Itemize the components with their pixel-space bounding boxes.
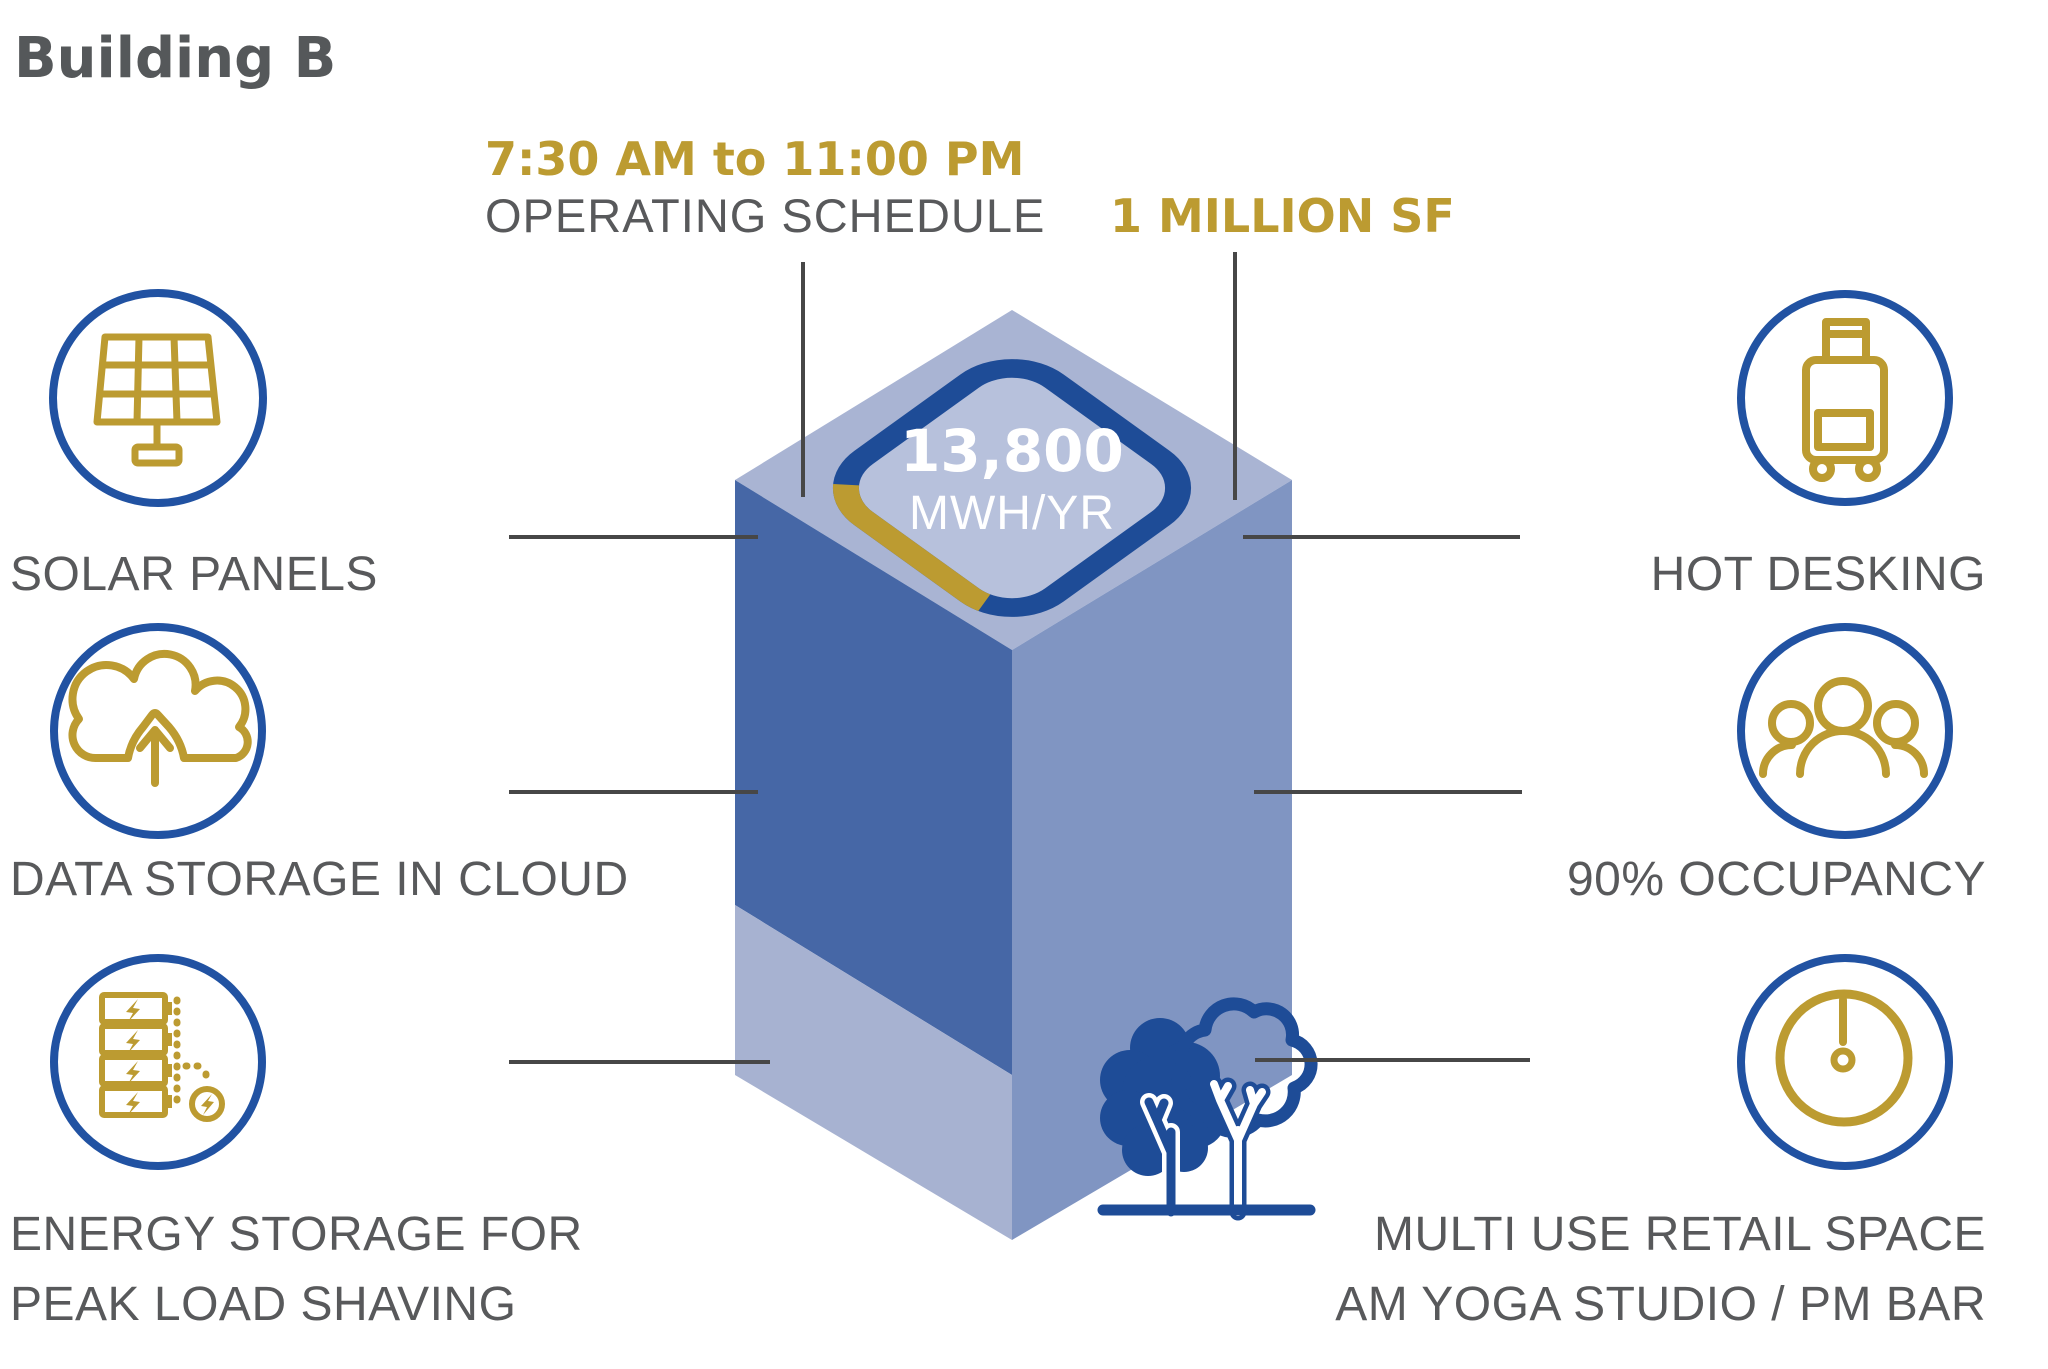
energy-unit: MWH/YR	[909, 487, 1115, 540]
building-right-face	[1012, 480, 1292, 1240]
circle-people	[1737, 623, 1953, 839]
label-data-storage: DATA STORAGE IN CLOUD	[10, 853, 629, 906]
people-icon	[1759, 677, 1928, 778]
operating-schedule-value: 7:30 AM to 11:00 PM	[485, 132, 1025, 186]
building-illustration	[735, 310, 1292, 1240]
battery-storage-icon	[99, 992, 225, 1122]
label-solar-panels: SOLAR PANELS	[10, 548, 378, 601]
building-left-face-light	[735, 905, 1012, 1240]
cloud-upload-icon	[68, 649, 252, 787]
circle-battery	[50, 954, 266, 1170]
label-energy-storage: ENERGY STORAGE FOR PEAK LOAD SHAVING	[10, 1208, 583, 1331]
energy-value: 13,800	[900, 417, 1124, 485]
solar-panel-icon	[93, 333, 221, 467]
circle-cloud	[50, 623, 266, 839]
label-occupancy: 90% OCCUPANCY	[1566, 853, 1986, 906]
circle-solar	[49, 289, 267, 507]
building-size-label: 1 MILLION SF	[1110, 189, 1455, 243]
icon-circles	[49, 289, 1953, 1170]
clock-icon	[1775, 989, 1913, 1127]
label-hot-desking: HOT DESKING	[1650, 548, 1986, 601]
trees-illustration	[1097, 997, 1318, 1221]
luggage-icon	[1802, 318, 1888, 482]
building-left-face-dark	[735, 480, 1012, 1075]
circle-clock	[1737, 954, 1953, 1170]
connector-lines	[509, 252, 1530, 1064]
tree-outline	[1171, 997, 1318, 1221]
roof-ring-gold-segment	[832, 359, 1192, 617]
page-title: Building B	[14, 26, 337, 91]
operating-schedule-label: OPERATING SCHEDULE	[485, 189, 1046, 242]
circle-luggage	[1737, 290, 1953, 506]
label-multi-use-retail: MULTI USE RETAIL SPACE AM YOGA STUDIO / …	[1335, 1208, 1986, 1331]
